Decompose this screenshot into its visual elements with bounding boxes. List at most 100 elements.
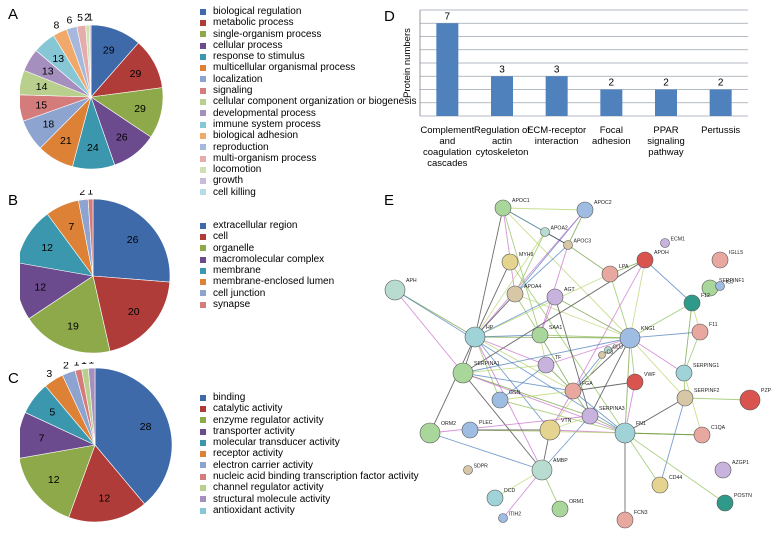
pie-value-label-3: 26 bbox=[116, 131, 128, 143]
network-node-label: HP bbox=[486, 325, 494, 331]
network-edge bbox=[683, 372, 703, 436]
network-node-agt bbox=[546, 288, 564, 306]
network-node-label: IGJ bbox=[726, 280, 734, 286]
bar-3 bbox=[600, 89, 623, 116]
network-edge bbox=[514, 231, 546, 295]
pie-value-label-1: 20 bbox=[128, 306, 140, 318]
legend-item: structural molecule activity bbox=[200, 494, 419, 505]
network-edge bbox=[624, 432, 726, 504]
network-node-cd44 bbox=[651, 476, 669, 494]
network-edge bbox=[644, 259, 693, 304]
network-node-vwf bbox=[626, 373, 644, 391]
legend-item: biological regulation bbox=[200, 6, 416, 17]
network-node-serping1 bbox=[675, 364, 693, 382]
legend-label: reproduction bbox=[213, 141, 269, 153]
legend-item: transporter activity bbox=[200, 426, 419, 437]
network-node-postn bbox=[716, 494, 734, 512]
legend-item: cell bbox=[200, 231, 334, 242]
network-edge bbox=[514, 244, 569, 295]
network-node-apoh bbox=[636, 251, 654, 269]
network-node-gsn bbox=[491, 391, 509, 409]
network-node-label: F11 bbox=[709, 322, 718, 328]
network-node-lpa bbox=[601, 265, 619, 283]
network-edge bbox=[509, 261, 626, 434]
legend-label: biological regulation bbox=[213, 6, 302, 17]
network-edge bbox=[624, 397, 686, 434]
pie-value-label-14: 2 bbox=[84, 12, 90, 24]
legend-swatch bbox=[200, 155, 206, 162]
legend-item: nucleic acid binding transcription facto… bbox=[200, 471, 419, 482]
network-node-serpina3 bbox=[581, 407, 599, 425]
pie-slice-15 bbox=[88, 24, 92, 98]
pie-value-label-8: 1 bbox=[81, 362, 87, 367]
legend-item: cellular component organization or bioge… bbox=[200, 96, 416, 107]
network-edge bbox=[394, 289, 464, 374]
legend-item: metabolic process bbox=[200, 17, 416, 28]
network-node-label: APOC1 bbox=[512, 198, 530, 204]
panel-label-c: C bbox=[8, 370, 19, 387]
network-edge bbox=[554, 296, 631, 339]
network-node-label: GSN bbox=[509, 390, 520, 396]
pie-value-label-13: 5 bbox=[77, 12, 83, 24]
bar-value-label-2: 3 bbox=[554, 64, 560, 75]
network-node-label: SERPING1 bbox=[693, 363, 719, 369]
network-node-label: FCN3 bbox=[634, 510, 648, 516]
legend-label: biological adhesion bbox=[213, 130, 299, 142]
network-node-itih2 bbox=[498, 513, 508, 523]
network-edge bbox=[572, 259, 646, 392]
legend-label: organelle bbox=[213, 242, 255, 254]
network-edge bbox=[683, 302, 693, 374]
bar-value-label-0: 7 bbox=[445, 11, 451, 22]
panel-label-b: B bbox=[8, 192, 19, 209]
network-edge bbox=[629, 337, 686, 399]
network-node-c3 bbox=[598, 351, 606, 359]
pie-value-label-5: 7 bbox=[68, 221, 74, 233]
network-node-label: VTN bbox=[561, 418, 572, 424]
legend-swatch bbox=[200, 31, 206, 38]
network-node-label: VWF bbox=[644, 372, 656, 378]
network-edge bbox=[502, 207, 516, 295]
network-node-serpina1 bbox=[452, 362, 474, 384]
legend-item: cell junction bbox=[200, 288, 334, 299]
legend-swatch bbox=[200, 233, 206, 240]
network-edge bbox=[629, 302, 693, 339]
legend-item: enzyme regulator activity bbox=[200, 415, 419, 426]
legend-swatch bbox=[200, 65, 206, 72]
network-node-label: AGT bbox=[564, 287, 575, 293]
network-node-label: APH bbox=[406, 278, 417, 284]
network-node-ambp bbox=[531, 459, 553, 481]
legend-label: cell killing bbox=[213, 186, 256, 198]
network-node-label: SERPINF1 bbox=[719, 278, 744, 284]
network-edge bbox=[474, 261, 511, 338]
network-node-f12 bbox=[683, 294, 701, 312]
legend-label: enzyme regulator activity bbox=[213, 414, 324, 426]
network-node-label: ORM2 bbox=[441, 421, 456, 427]
network-node-label: DCD bbox=[504, 488, 515, 494]
network-edge bbox=[499, 399, 626, 434]
legend-swatch bbox=[200, 222, 206, 229]
network-node-tf bbox=[537, 356, 555, 374]
pie-value-label-10: 13 bbox=[52, 53, 64, 65]
legend-item: electron carrier activity bbox=[200, 460, 419, 471]
network-node-label: SERPINA3 bbox=[599, 406, 625, 412]
bar-category-label-5: Pertussis bbox=[701, 125, 741, 136]
legend-swatch bbox=[200, 451, 206, 458]
legend-label: metabolic process bbox=[213, 17, 294, 29]
legend-item: channel regulator activity bbox=[200, 482, 419, 493]
network-node-label: LPA bbox=[619, 264, 629, 270]
legend-item: developmental process bbox=[200, 108, 416, 119]
network-edge bbox=[514, 293, 631, 339]
bar-value-label-5: 2 bbox=[718, 78, 724, 89]
pie-value-label-3: 12 bbox=[34, 282, 46, 294]
network-node-label: KNG1 bbox=[641, 326, 655, 332]
network-edge bbox=[474, 336, 543, 471]
legend-swatch bbox=[200, 19, 206, 26]
legend-item: molecular transducer activity bbox=[200, 437, 419, 448]
network-node-clu bbox=[604, 346, 612, 354]
network-node-label: CD44 bbox=[669, 475, 682, 481]
bar-2 bbox=[545, 76, 568, 116]
network-node-fn1 bbox=[614, 422, 636, 444]
network-node-c1qa bbox=[693, 426, 711, 444]
